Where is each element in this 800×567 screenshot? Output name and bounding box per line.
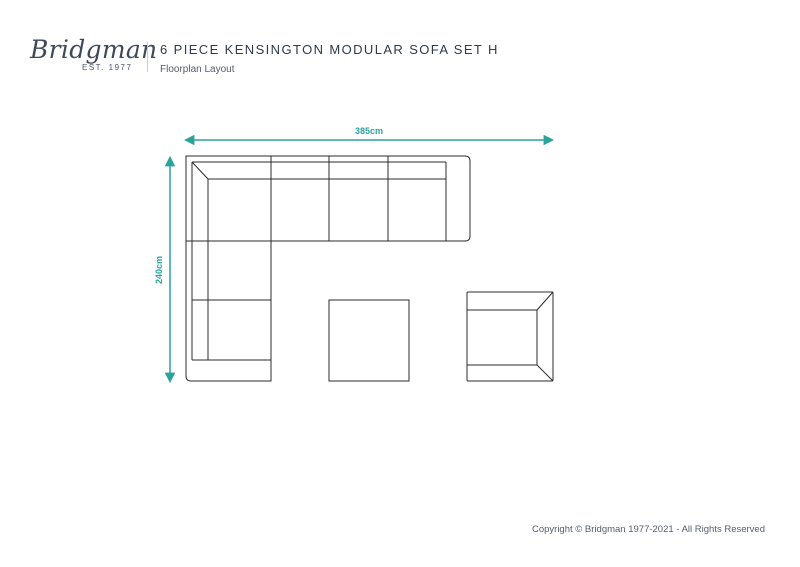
depth-dimension: 240cm xyxy=(154,155,176,384)
middle-module-1 xyxy=(270,155,330,242)
middle-module-2 xyxy=(328,155,389,242)
sofa-modules xyxy=(185,155,554,382)
depth-label: 240cm xyxy=(154,256,164,284)
copyright-notice: Copyright © Bridgman 1977-2021 - All Rig… xyxy=(531,524,765,535)
corner-module xyxy=(185,155,272,242)
width-label: 385cm xyxy=(355,126,383,136)
width-dimension: 385cm xyxy=(183,126,555,146)
right-end-module xyxy=(387,155,471,242)
armchair xyxy=(466,291,554,382)
coffee-table xyxy=(328,299,410,382)
brand-established: EST. 1977 xyxy=(82,63,133,72)
page-subtitle: Floorplan Layout xyxy=(160,64,235,75)
brand-name: Bridgman xyxy=(30,35,158,64)
page-title: 6 PIECE KENSINGTON MODULAR SOFA SET H xyxy=(160,42,499,57)
left-end-module xyxy=(185,240,272,382)
header-divider xyxy=(147,42,148,72)
brand-logo: Bridgman EST. 1977 xyxy=(30,36,157,76)
